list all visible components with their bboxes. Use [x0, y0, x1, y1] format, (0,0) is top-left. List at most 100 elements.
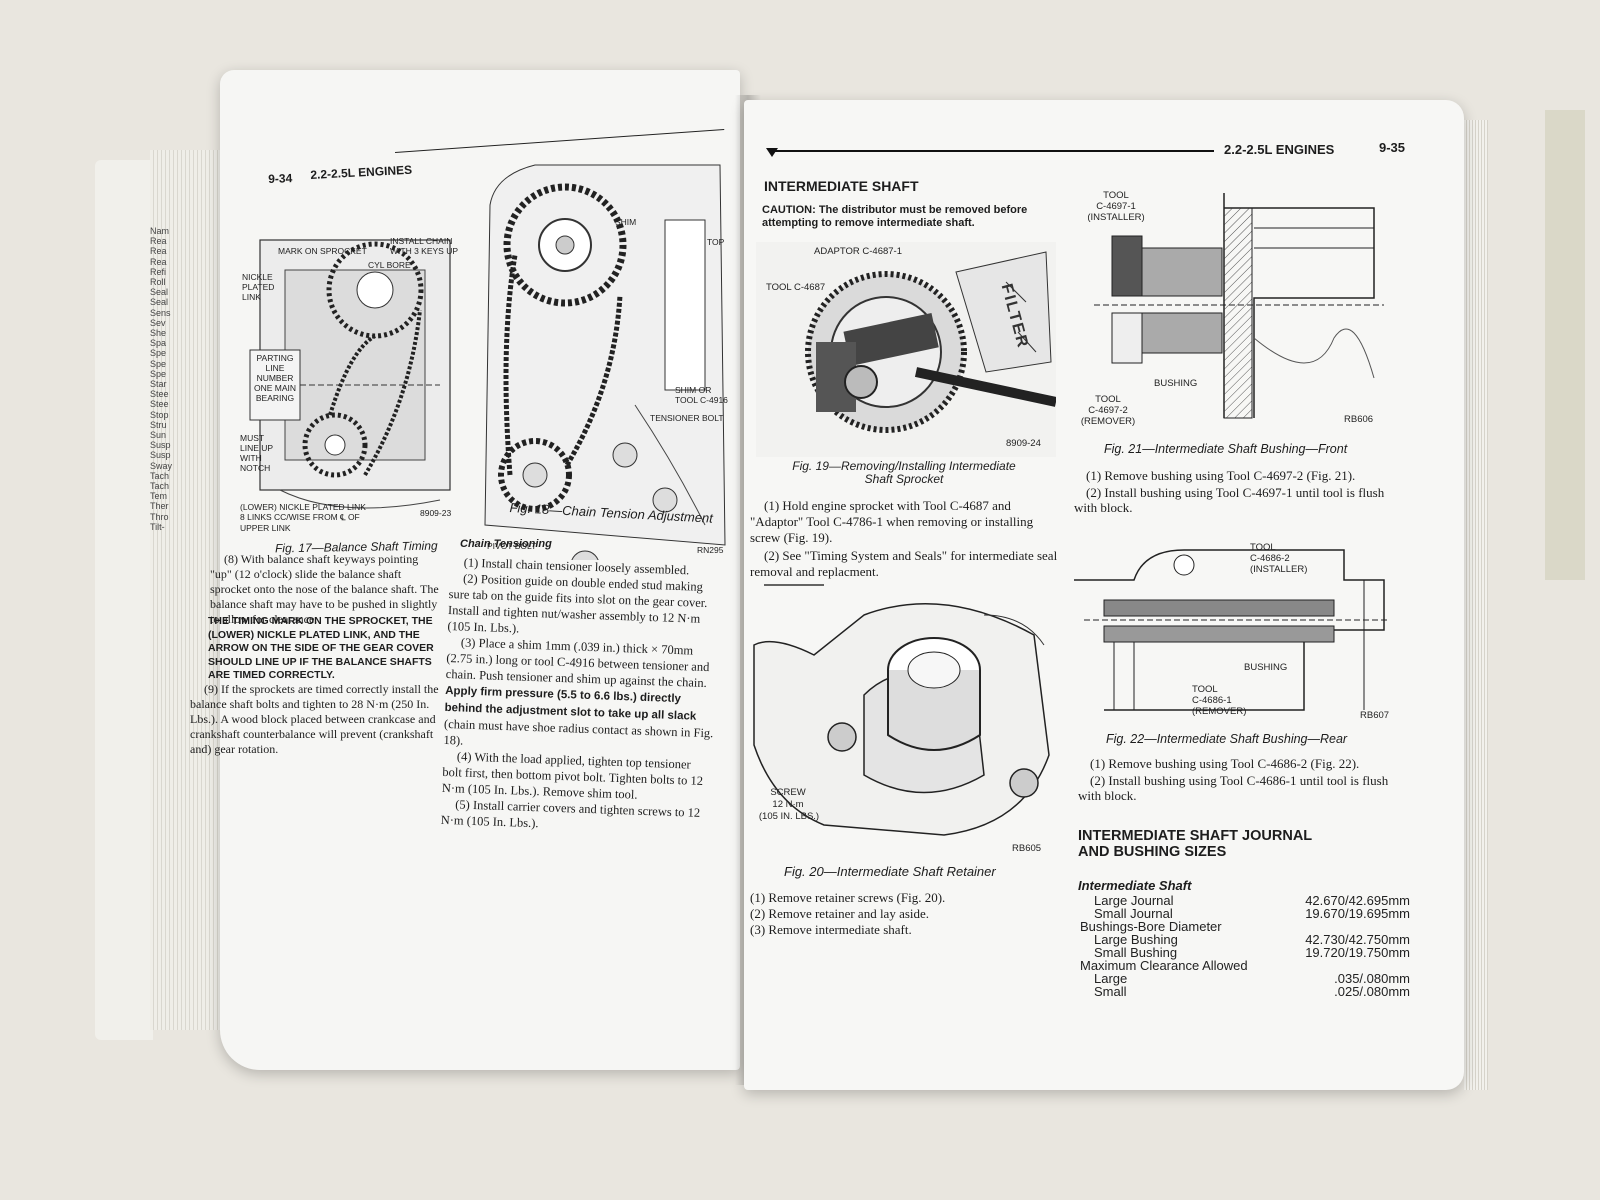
left-page: 9-34 2.2-2.5L ENGINES MARK ON SPROCKET I…: [190, 70, 740, 1070]
fig21-caption: Fig. 21—Intermediate Shaft Bushing—Front: [1104, 442, 1348, 456]
tension-step-3: (3) Place a shim 1mm (.039 in.) thick × …: [443, 634, 717, 757]
sizes-title-line-1: INTERMEDIATE SHAFT JOURNAL: [1078, 828, 1313, 844]
fig20-caption: Fig. 20—Intermediate Shaft Retainer: [784, 864, 996, 879]
spine-index-item: Refi: [150, 266, 167, 277]
front-bushing-step-1: (1) Remove bushing using Tool C-4697-2 (…: [1086, 468, 1356, 483]
rear-bushing-steps: (1) Remove bushing using Tool C-4686-2 (…: [1078, 756, 1403, 803]
right-page: 2.2-2.5L ENGINES 9-35 INTERMEDIATE SHAFT…: [744, 100, 1464, 1090]
chain-tensioning-body: (1) Install chain tensioner loosely asse…: [440, 554, 719, 837]
page-block-edge-right: [1464, 120, 1488, 1090]
spine-index-item: Spe: [150, 358, 167, 369]
running-header-right: 2.2-2.5L ENGINES: [1224, 142, 1335, 157]
size-value: .035/.080mm: [1334, 971, 1410, 986]
spine-index-item: Spe: [150, 348, 167, 359]
size-label: Small Bushing: [1094, 945, 1178, 960]
fig20-illustration: SCREW 12 N·m (105 IN. LBS.) RB605: [744, 575, 1059, 860]
size-label: Bushings-Bore Diameter: [1080, 919, 1222, 934]
page-number-left: 9-34: [268, 171, 293, 186]
fig22-label-tool-a: TOOL: [1250, 542, 1276, 553]
size-label: Small Journal: [1094, 906, 1173, 921]
fig22-label-tool-a-num: C-4686-2: [1250, 553, 1290, 564]
size-value: .025/.080mm: [1334, 984, 1410, 999]
fig22-illustration: TOOL C-4686-2 (INSTALLER) BUSHING TOOL C…: [1074, 540, 1399, 730]
sprocket-step-2: (2) See "Timing System and Seals" for in…: [750, 548, 1058, 579]
fig22-figure-id: RB607: [1360, 710, 1390, 721]
page-number-right: 9-35: [1379, 140, 1406, 155]
para-step-9: (9) If the sprockets are timed correctly…: [190, 682, 439, 756]
size-value: 42.730/42.750mm: [1305, 932, 1410, 947]
header-arrow-icon: [766, 148, 778, 157]
timing-caution: THE TIMING MARK ON THE SPROCKET, THE (LO…: [208, 615, 434, 681]
spine-index-item: Stee: [150, 399, 169, 410]
fig18-label-pivot-bolt: PIVOT BOLT: [487, 541, 537, 551]
spine-index-item: Spe: [150, 368, 167, 379]
table-row: Small .025/.080mm: [1080, 985, 1410, 998]
size-label: Maximum Clearance Allowed: [1080, 958, 1248, 973]
fig17-illustration: MARK ON SPROCKET INSTALL CHAIN WITH 3 KE…: [240, 200, 470, 535]
size-label: Large: [1094, 971, 1128, 986]
spine-index-item: Tach: [150, 470, 170, 481]
fig22-label-tool-b: TOOL: [1192, 684, 1218, 695]
fig20-figure-id: RB605: [1012, 843, 1042, 854]
sizes-title: INTERMEDIATE SHAFT JOURNAL AND BUSHING S…: [1078, 828, 1312, 860]
chain-tensioning-heading: Chain Tensioning: [460, 538, 552, 550]
size-value: 19.670/19.695mm: [1305, 906, 1410, 921]
page-block-edge: [150, 150, 220, 1030]
fig21-label-tool-b-num: C-4697-2: [1088, 405, 1128, 416]
spine-index-item: She: [150, 328, 167, 339]
fig21-label-bushing: BUSHING: [1154, 378, 1198, 389]
spine-index-item: Susp: [150, 450, 171, 461]
fig19-label-adaptor: ADAPTOR C-4687-1: [814, 246, 902, 257]
spine-index-item: Roll: [150, 277, 166, 288]
size-label: Small: [1094, 984, 1127, 999]
fig18-illustration: SHIM TOP SHIM OR TOOL C-4916 TENSIONER B…: [475, 145, 730, 580]
fig18-label-tensioner-bolt: TENSIONER BOLT: [650, 413, 724, 423]
retainer-step-2: (2) Remove retainer and lay aside.: [750, 906, 930, 921]
fig17-label-lower-link: (LOWER) NICKLE PLATED LINK 8 LINKS CC/WI…: [240, 502, 366, 533]
table-row: Small Journal 19.670/19.695mm: [1080, 907, 1410, 920]
table-row: Maximum Clearance Allowed: [1080, 959, 1410, 972]
spine-index-item: Sun: [150, 430, 167, 441]
size-label: Large Journal: [1094, 893, 1174, 908]
adjacent-object: [1545, 110, 1585, 580]
rear-bushing-step-1: (1) Remove bushing using Tool C-4686-2 (…: [1090, 756, 1360, 771]
fig17-label-mark: MARK ON SPROCKET: [278, 246, 367, 256]
fig21-label-tool-a-num: C-4697-1: [1096, 201, 1136, 212]
fig21-label-installer: (INSTALLER): [1087, 212, 1145, 223]
spine-index-item: Star: [150, 379, 167, 390]
fig22-label-installer: (INSTALLER): [1250, 564, 1308, 575]
running-header-left: 2.2-2.5L ENGINES: [310, 162, 413, 182]
sizes-title-line-2: AND BUSHING SIZES: [1078, 844, 1227, 860]
spine-index-item: Tilt-: [150, 521, 165, 532]
size-label: Large Bushing: [1094, 932, 1178, 947]
fig20-label-inlbs: (105 IN. LBS.): [758, 811, 820, 822]
fig19-label-tool: TOOL C-4687: [766, 282, 826, 293]
spine-index-item: Sev: [150, 317, 166, 328]
fig17-label-parting-line: PARTING LINE NUMBER ONE MAIN BEARING: [253, 353, 297, 403]
table-row: Large Bushing 42.730/42.750mm: [1080, 933, 1410, 946]
spine-index-item: Susp: [150, 440, 171, 451]
fig18-label-shim: SHIM: [615, 217, 637, 227]
sizes-subheading: Intermediate Shaft: [1078, 878, 1192, 893]
retainer-steps: (1) Remove retainer screws (Fig. 20). (2…: [750, 890, 1060, 938]
spine-index-item: Stee: [150, 389, 169, 400]
fig17-figure-id: 8909-23: [420, 508, 452, 518]
fig18-figure-id: RN295: [697, 545, 724, 555]
size-value: 42.670/42.695mm: [1305, 893, 1410, 908]
fig21-figure-id: RB606: [1344, 414, 1374, 425]
tension-step-3-text: (3) Place a shim 1mm (.039 in.) thick × …: [445, 635, 710, 691]
retainer-step-1: (1) Remove retainer screws (Fig. 20).: [750, 890, 946, 905]
fig21-illustration: TOOL C-4697-1 (INSTALLER) BUSHING TOOL C…: [1074, 188, 1394, 428]
fig22-label-remover: (REMOVER): [1192, 706, 1247, 717]
front-bushing-step-2: (2) Install bushing using Tool C-4697-1 …: [1074, 485, 1385, 515]
spine-index-item: Stop: [150, 409, 169, 420]
tension-step-2: (2) Position guide on double ended stud …: [447, 571, 708, 636]
rear-bushing-step-2: (2) Install bushing using Tool C-4686-1 …: [1078, 773, 1389, 803]
distributor-caution: CAUTION: The distributor must be removed…: [762, 204, 1028, 229]
retainer-step-3: (3) Remove intermediate shaft.: [750, 922, 912, 937]
fig22-label-tool-b-num: C-4686-1: [1192, 695, 1232, 706]
spine-index-item: Rea: [150, 246, 167, 257]
fig17-label-nickle-link: NICKLE PLATED LINK: [242, 272, 275, 302]
